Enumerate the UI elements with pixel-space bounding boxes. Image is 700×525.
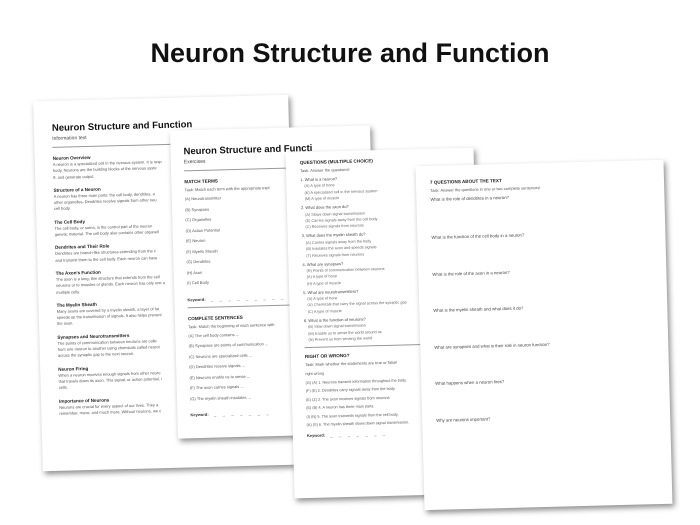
open-question-list: What is the role of dendrites in a neuro… <box>430 191 659 454</box>
keyword-label: Keyword: <box>190 411 209 418</box>
keyword-blanks: _ _ _ _ _ _ _ <box>330 430 388 438</box>
page-title: Neuron Structure and Function <box>150 38 550 68</box>
open-question: What are synapses and what is their role… <box>434 341 550 350</box>
open-question: What happens when a neuron fires? <box>435 379 505 386</box>
keyword-blanks: _ _ _ _ _ _ _ _ _ <box>210 294 286 302</box>
open-question: What is the function of the cell body in… <box>431 232 525 240</box>
keyword-label: Keyword: <box>306 432 326 439</box>
match-terms: (A) Neurotransmitter(B) Synapses(C) Orga… <box>185 194 291 291</box>
worksheet-seven-questions: 7 QUESTIONS ABOUT THE TEXT Task: Answer … <box>415 159 673 511</box>
open-question: What is the myelin sheath and what does … <box>433 305 524 313</box>
keyword-blanks: _ _ _ _ _ _ _ <box>213 410 272 417</box>
keyword-label: Keyword: <box>187 296 206 302</box>
open-question: What is the role of dendrites in a neuro… <box>430 194 510 202</box>
open-question: Why are neurons important? <box>436 415 491 423</box>
open-question: What is the role of the axon in a neuron… <box>432 269 510 277</box>
match-term: (I) Cell Body <box>186 279 210 286</box>
